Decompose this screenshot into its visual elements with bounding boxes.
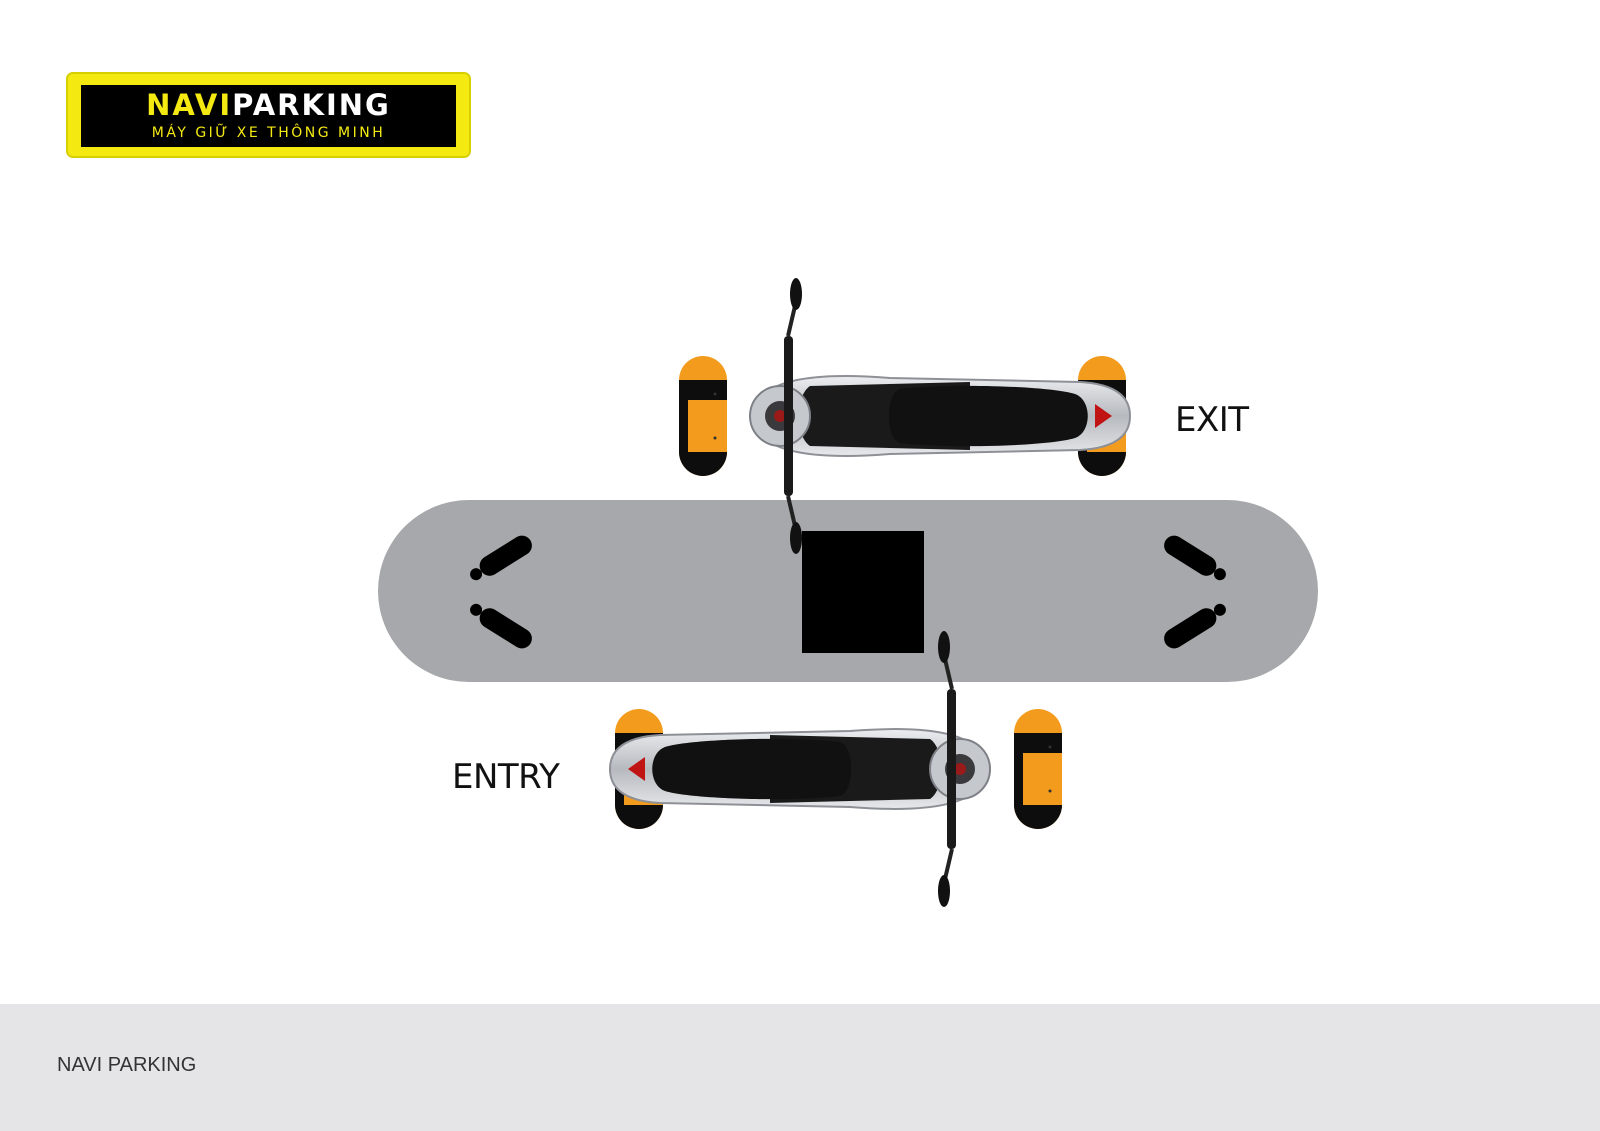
barrier-post (679, 356, 727, 476)
entry-label: ENTRY (452, 757, 560, 797)
barrier-post (1014, 709, 1062, 829)
ticket-terminal (802, 531, 924, 653)
logo-brand-navi: NAVI (146, 88, 233, 122)
exit-label: EXIT (1175, 400, 1249, 440)
logo-badge: NAVIPARKING MÁY GIỮ XE THÔNG MINH (81, 85, 456, 147)
navi-parking-logo: NAVIPARKING MÁY GIỮ XE THÔNG MINH (66, 72, 471, 158)
logo-brand-parking: PARKING (232, 88, 391, 122)
logo-tagline: MÁY GIỮ XE THÔNG MINH (151, 125, 386, 141)
footer-brand-text: NAVI PARKING (57, 1054, 197, 1076)
footer-bar: NAVI PARKING (0, 1004, 1600, 1131)
logo-title: NAVIPARKING (81, 87, 456, 123)
parking-lane-diagram (378, 276, 1318, 909)
